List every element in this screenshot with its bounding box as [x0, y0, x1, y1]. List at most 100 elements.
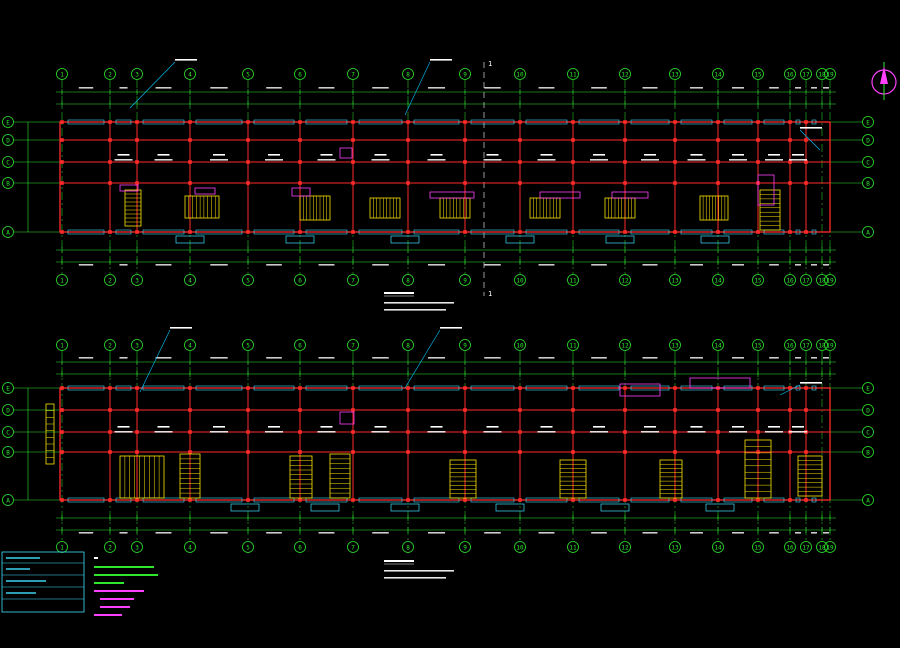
grid-label: 2 — [108, 72, 112, 79]
structural-column — [463, 138, 467, 142]
structural-column — [60, 430, 64, 434]
room-name — [732, 154, 744, 156]
grid-label: 8 — [406, 343, 410, 350]
structural-column — [756, 450, 760, 454]
structural-column — [716, 181, 720, 185]
fixture — [757, 174, 775, 206]
room-name — [792, 426, 804, 428]
grid-bubble — [347, 274, 359, 286]
structural-column — [246, 138, 250, 142]
grid-label: 12 — [621, 545, 629, 552]
callout-text — [430, 59, 452, 61]
dimension-value — [119, 87, 128, 89]
grid-label: 15 — [754, 72, 762, 79]
structural-column — [756, 498, 760, 502]
grid-label: 16 — [786, 545, 794, 552]
structural-column — [804, 120, 808, 124]
structural-column — [804, 450, 808, 454]
dimension-value — [795, 264, 801, 266]
stair — [759, 189, 781, 231]
grid-bubble — [294, 541, 306, 553]
structural-column — [673, 120, 677, 124]
grid-label: 7 — [351, 545, 355, 552]
room-name — [430, 154, 443, 156]
grid-label: 6 — [298, 72, 302, 79]
stair-outline — [559, 459, 587, 499]
grid-label: 2 — [108, 545, 112, 552]
stair — [744, 439, 772, 499]
room-name — [486, 426, 499, 428]
structural-column — [716, 450, 720, 454]
grid-bubble — [816, 68, 828, 80]
stair — [289, 455, 313, 499]
grid-label: 14 — [714, 278, 722, 285]
room-area — [641, 159, 659, 161]
north-arrow-icon — [871, 62, 897, 100]
structural-column — [623, 181, 627, 185]
dimension-value — [484, 87, 501, 89]
structural-column — [571, 120, 575, 124]
structural-column — [351, 181, 355, 185]
structural-column — [673, 430, 677, 434]
grid-label: 14 — [714, 72, 722, 79]
window — [253, 385, 295, 391]
structural-column — [188, 408, 192, 412]
structural-column — [246, 160, 250, 164]
window — [630, 385, 670, 391]
structural-column — [623, 450, 627, 454]
window — [253, 229, 295, 235]
grid-bubble — [402, 541, 414, 553]
axis-bubble — [2, 134, 14, 146]
grid-bubble — [669, 68, 681, 80]
grid-label: 1 — [60, 278, 64, 285]
window — [630, 497, 670, 503]
structural-column — [756, 408, 760, 412]
structural-column — [298, 138, 302, 142]
room-area — [210, 159, 228, 161]
window — [811, 229, 817, 235]
structural-column — [60, 230, 64, 234]
stair-outline — [744, 439, 772, 499]
structural-column — [463, 120, 467, 124]
stair-outline — [119, 455, 165, 499]
axis-bubble — [862, 116, 874, 128]
axis-label: C — [866, 430, 870, 437]
window — [358, 497, 403, 503]
structural-column — [571, 386, 575, 390]
room-area — [371, 159, 390, 161]
dimension-value — [210, 264, 228, 266]
grid-bubble — [56, 339, 68, 351]
grid-bubble — [184, 274, 196, 286]
room-name — [593, 426, 605, 428]
window — [67, 229, 105, 235]
plan-title — [384, 292, 414, 294]
structural-column — [571, 230, 575, 234]
dimension-value — [210, 87, 228, 89]
stair-outline — [449, 459, 477, 499]
grid-bubble — [294, 274, 306, 286]
room-name — [157, 154, 170, 156]
room-area — [789, 431, 807, 433]
axis-bubble — [862, 226, 874, 238]
grid-bubble — [514, 541, 526, 553]
section-cut-marker: 1 1 — [483, 60, 492, 298]
structural-column — [246, 450, 250, 454]
window — [195, 385, 243, 391]
room-name — [320, 154, 333, 156]
structural-column — [804, 386, 808, 390]
structural-column — [518, 430, 522, 434]
window — [253, 119, 295, 125]
room-name — [486, 154, 499, 156]
structural-column — [571, 138, 575, 142]
grid-label: 13 — [671, 278, 679, 285]
stair — [119, 455, 165, 499]
grid-bubble — [752, 339, 764, 351]
structural-column — [135, 386, 139, 390]
grid-bubble — [567, 68, 579, 80]
grid-label: 15 — [754, 343, 762, 350]
structural-column — [463, 181, 467, 185]
structural-column — [571, 408, 575, 412]
window — [723, 119, 753, 125]
structural-column — [406, 498, 410, 502]
